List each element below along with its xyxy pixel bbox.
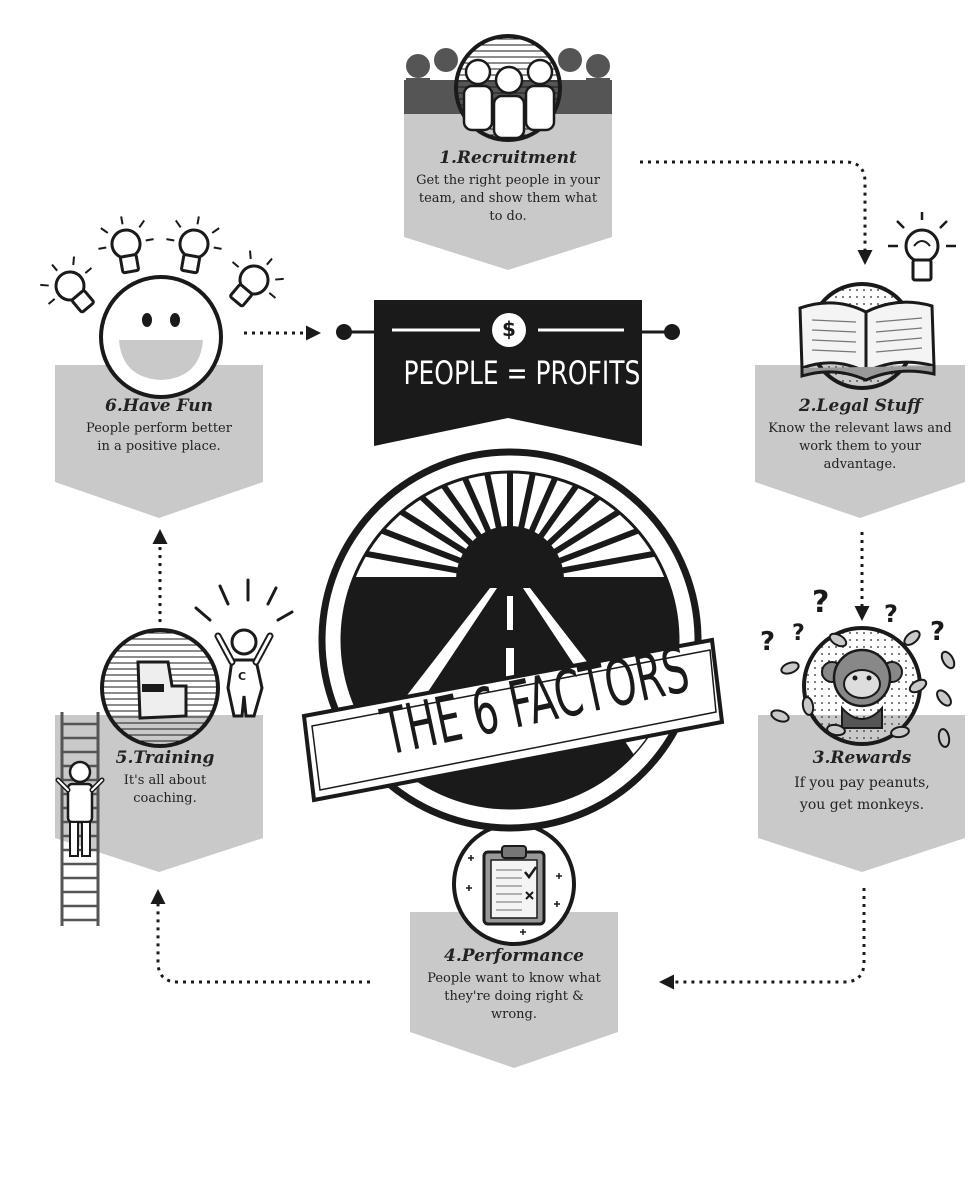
svg-text:?: ? <box>812 585 829 620</box>
panel-fun <box>55 365 263 518</box>
panel-legal <box>755 365 965 518</box>
profits-banner <box>336 300 680 446</box>
panel-recruitment <box>404 110 612 270</box>
svg-text:?: ? <box>792 621 805 646</box>
open-book-icon <box>798 282 936 390</box>
peanuts-icon <box>770 630 956 748</box>
panel-performance <box>410 912 618 1068</box>
banner-title: PEOPLE = PROFITS <box>403 354 641 392</box>
factor-description: It's all about coaching. <box>123 773 207 806</box>
arrow-rewards-to-performance <box>659 888 866 990</box>
road-emblem <box>301 448 725 832</box>
factor-title: 1.Recruitment <box>439 148 577 168</box>
factor-description: People perform better in a positive plac… <box>86 421 232 454</box>
factor-description: Know the relevant laws and work them to … <box>768 421 952 472</box>
lightbulb-icon-legal <box>888 212 956 282</box>
factor-description: If you pay peanuts, you get monkeys. <box>794 775 930 813</box>
arrow-performance-to-training <box>150 889 370 984</box>
manual-icon <box>100 628 220 748</box>
factor-have-fun: 6.Have Fun People perform better in a po… <box>54 396 264 456</box>
monkey-icon <box>802 626 922 746</box>
factor-performance: 4.Performance People want to know what t… <box>409 946 619 1024</box>
factor-panels <box>55 110 965 1068</box>
arrow-recruitment-to-legal <box>640 160 873 265</box>
ladder-climber-icon <box>55 712 105 926</box>
factor-rewards: 3.Rewards If you pay peanuts, you get mo… <box>757 748 967 816</box>
dollar-icon <box>492 313 526 347</box>
factor-title: 2.Legal Stuff <box>798 396 922 416</box>
factor-title: 3.Rewards <box>812 748 912 768</box>
sun <box>456 526 564 580</box>
svg-text:?: ? <box>760 627 775 657</box>
svg-text:C: C <box>238 670 246 683</box>
panel-training <box>55 715 263 872</box>
factor-title: 5.Training <box>115 748 215 768</box>
dollar-symbol: $ <box>502 317 516 341</box>
factor-legal: 2.Legal Stuff Know the relevant laws and… <box>755 396 965 474</box>
factor-training: 5.Training It's all about coaching. <box>60 748 270 808</box>
factor-title: 6.Have Fun <box>105 396 213 416</box>
coach-icon: C <box>194 578 294 718</box>
people-group-icon <box>404 34 612 142</box>
factor-recruitment: 1.Recruitment Get the right people in yo… <box>403 148 613 226</box>
flow-arrows <box>150 160 873 990</box>
svg-text:?: ? <box>884 600 898 628</box>
factors-ribbon <box>301 637 725 803</box>
question-marks-icon: ? ? ? ? ? <box>760 585 945 657</box>
factor-description: People want to know what they're doing r… <box>427 971 601 1022</box>
road-center-line <box>506 596 514 688</box>
factor-description: Get the right people in your team, and s… <box>416 173 600 224</box>
lightbulbs-icon-fun <box>40 216 284 314</box>
factor-title: 4.Performance <box>444 946 584 966</box>
svg-text:?: ? <box>930 617 945 647</box>
clipboard-icon <box>452 822 576 946</box>
smiley-icon <box>99 275 223 399</box>
panel-rewards <box>758 715 965 872</box>
